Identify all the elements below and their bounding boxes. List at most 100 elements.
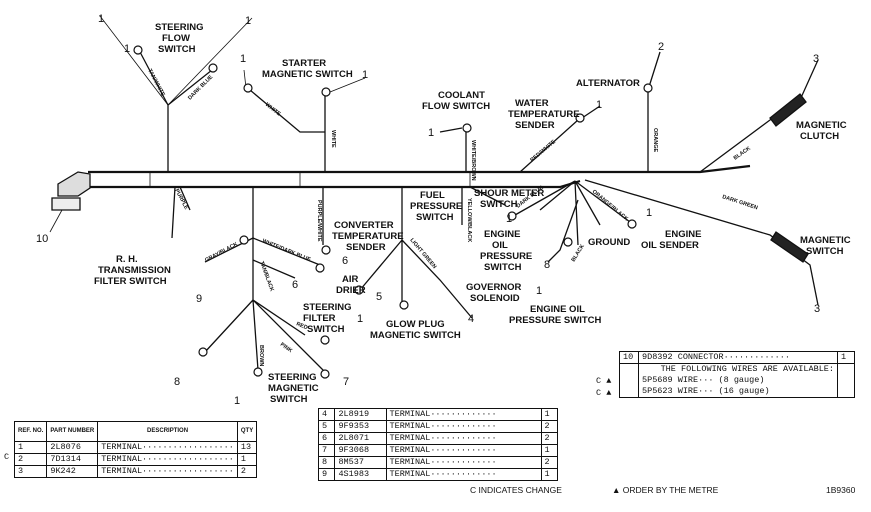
- qty-cell: 1: [540, 468, 559, 481]
- steering-flow-branch: [139, 51, 213, 172]
- callout-number: 1: [428, 127, 434, 139]
- callout-number: 1: [596, 99, 602, 111]
- callout-number: 6: [342, 255, 348, 267]
- callout-number: 6: [292, 279, 298, 291]
- callout-number: 1: [124, 43, 130, 55]
- wire-label: PINK: [279, 342, 293, 354]
- terminal-ring-icon: [320, 335, 330, 345]
- wire-label: DARK GREEN: [721, 194, 758, 211]
- callout-number: 4: [468, 313, 474, 325]
- wire-label: BLACK: [571, 244, 586, 264]
- qty-cell: 2: [540, 420, 559, 433]
- ref-cell: 8: [317, 456, 336, 469]
- table-row: 10 9D8392 CONNECTOR············· 1: [619, 351, 855, 364]
- ref-cell: 10: [619, 351, 639, 364]
- wire-label: WHITE/BROWN: [470, 140, 476, 181]
- wire-label: TAN/WHITE: [146, 68, 166, 98]
- part-cell: 9F3068: [334, 444, 387, 457]
- wire-label: ORANGE: [652, 128, 658, 152]
- terminal-ring-icon: [627, 219, 637, 229]
- parts-table-right: 10 9D8392 CONNECTOR············· 1 THE F…: [619, 351, 855, 398]
- part-cell: 2L8076: [46, 441, 99, 454]
- part-cell: 4S1983: [334, 468, 387, 481]
- table-header-row: REF. NO. PART NUMBER DESCRIPTION QTY: [13, 421, 258, 442]
- wire-label: PURPLE: [173, 188, 189, 211]
- header-description: DESCRIPTION: [97, 421, 238, 442]
- desc-cell: 5P5689 WIRE··· (8 gauge): [638, 375, 838, 386]
- trunk-shield: [149, 173, 471, 186]
- desc-cell: TERMINAL·············: [385, 408, 542, 421]
- change-mark: C: [4, 452, 10, 462]
- change-mark: C ▲: [596, 376, 612, 386]
- qty-cell: 2: [236, 465, 258, 478]
- terminal-ring-icon: [320, 369, 330, 379]
- part-cell: 8M537: [334, 456, 387, 469]
- callout-number: 5: [376, 291, 382, 303]
- lower-center-fan: [204, 237, 326, 373]
- callout-number: 1: [98, 13, 104, 25]
- table-note-row: THE FOLLOWING WIRES ARE AVAILABLE:: [619, 363, 855, 375]
- parts-table-left: REF. NO. PART NUMBER DESCRIPTION QTY 1 2…: [13, 421, 258, 478]
- desc-cell: TERMINAL·············: [385, 456, 542, 469]
- desc-cell: TERMINAL·············: [385, 432, 542, 445]
- part-cell: 7D1314: [46, 453, 99, 466]
- terminal-ring-icon: [643, 83, 653, 93]
- terminal-ring-icon: [208, 63, 218, 73]
- table-row: 3 9K242 TERMINAL·················· 2: [13, 465, 258, 478]
- wire-label: BROWN: [258, 345, 264, 366]
- callout-number: 1: [646, 207, 652, 219]
- terminal-ring-icon: [239, 235, 249, 245]
- part-cell: 2L8071: [334, 432, 387, 445]
- desc-cell: TERMINAL··················: [97, 441, 238, 454]
- wire-label: WHITE/DARK BLUE: [261, 238, 311, 263]
- ref-cell: 5: [317, 420, 336, 433]
- fuel-branch: [461, 186, 506, 225]
- terminal-ring-icon: [399, 300, 409, 310]
- wire-label: GRAY/BLACK: [204, 241, 239, 263]
- table-row: 1 2L8076 TERMINAL·················· 13: [13, 441, 258, 454]
- wire-label: YELLOW/BLACK: [466, 198, 472, 242]
- label-alternator: ALTERNATOR: [576, 78, 640, 89]
- terminal-ring-icon: [253, 367, 263, 377]
- terminal-ring-icon: [321, 245, 331, 255]
- wire-label: PURPLE/WHITE: [316, 200, 322, 242]
- wire-label: ORANGE/BLACK: [591, 189, 629, 222]
- connector-body: [57, 171, 91, 197]
- table-row: 5P5623 WIRE··· (16 gauge): [619, 386, 855, 398]
- callout-number: 3: [814, 303, 820, 315]
- qty-cell: 1: [236, 453, 258, 466]
- ref-cell: 6: [317, 432, 336, 445]
- magnetic-clutch-body: [769, 93, 807, 127]
- callout-number: 1: [362, 69, 368, 81]
- wire-label: TAN/BLACK: [258, 261, 274, 293]
- desc-cell: TERMINAL··················: [97, 453, 238, 466]
- figure-id: 1B9360: [826, 485, 856, 495]
- terminal-ring-icon: [563, 237, 573, 247]
- connector-leader: [49, 209, 63, 233]
- change-footnote: C INDICATES CHANGE: [470, 485, 562, 495]
- wire-label: RED/WHITE: [529, 139, 557, 164]
- connector-plate: [51, 197, 81, 211]
- qty-cell: 2: [540, 456, 559, 469]
- wire-label: LIGHT GREEN: [408, 237, 437, 270]
- magnetic-switch-body: [770, 231, 809, 263]
- header-ref: REF. NO.: [13, 421, 48, 442]
- terminal-ring-icon: [354, 285, 364, 295]
- ref-cell: 9: [317, 468, 336, 481]
- header-part-number: PART NUMBER: [46, 421, 99, 442]
- lower-left-branch: [171, 186, 191, 239]
- wire-label: BLACK: [733, 146, 752, 162]
